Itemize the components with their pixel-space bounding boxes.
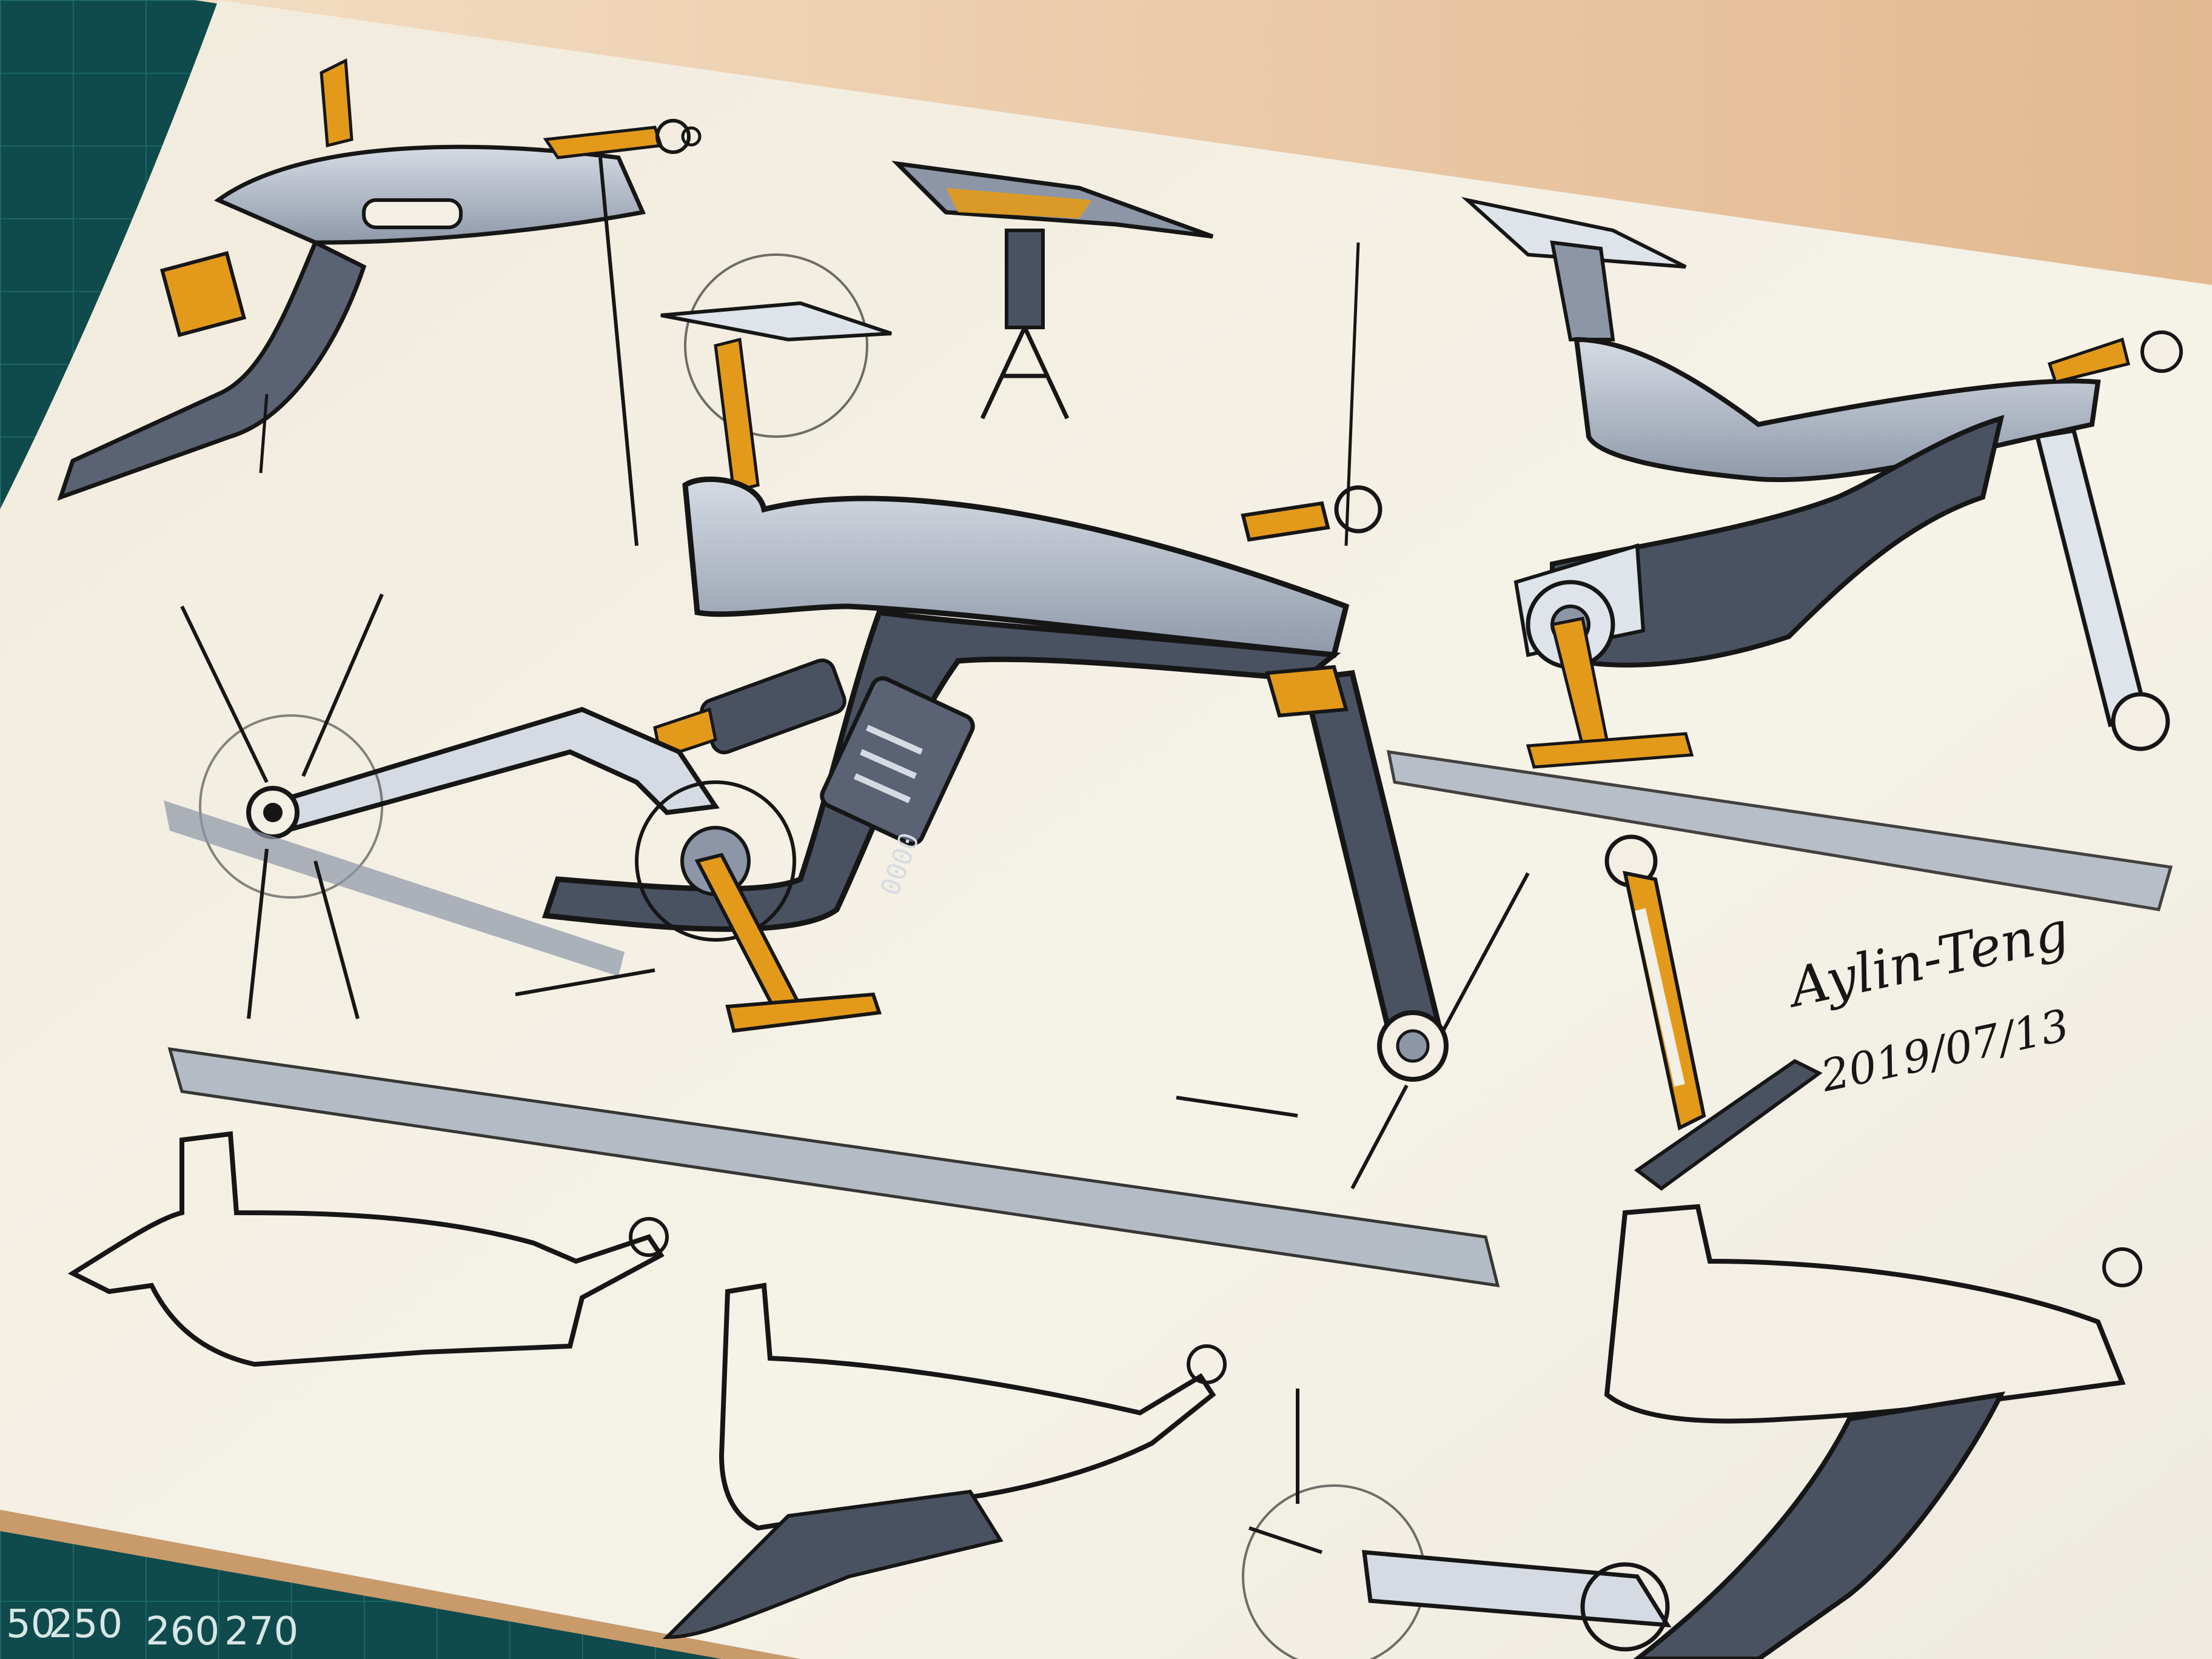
sketch-top-left-frame bbox=[57, 58, 702, 546]
sketch-crank-detail bbox=[1604, 834, 1823, 1191]
mat-ruler-label: 250 bbox=[49, 1602, 122, 1647]
mat-ruler-label: 260 bbox=[146, 1609, 220, 1654]
sketch-seat-study bbox=[891, 161, 1214, 420]
sketch-bottom-left-outline bbox=[67, 1131, 669, 1367]
mat-ruler-label: 50 bbox=[6, 1602, 55, 1647]
sketch-bottom-center-outline bbox=[662, 1282, 1227, 1640]
sketch-right-bike bbox=[1344, 196, 2183, 769]
marker-shadow-strokes bbox=[164, 750, 2173, 1288]
page-bottom-edge bbox=[0, 1510, 800, 1659]
annotation-strokes bbox=[180, 593, 1530, 1554]
sketchbook-page-stack bbox=[194, 0, 2212, 315]
mat-ruler-label: 270 bbox=[224, 1609, 298, 1654]
mat-ruler: 50 250 260 270 bbox=[6, 1602, 298, 1654]
sketch-bottom-right-bike bbox=[1242, 1204, 2142, 1659]
